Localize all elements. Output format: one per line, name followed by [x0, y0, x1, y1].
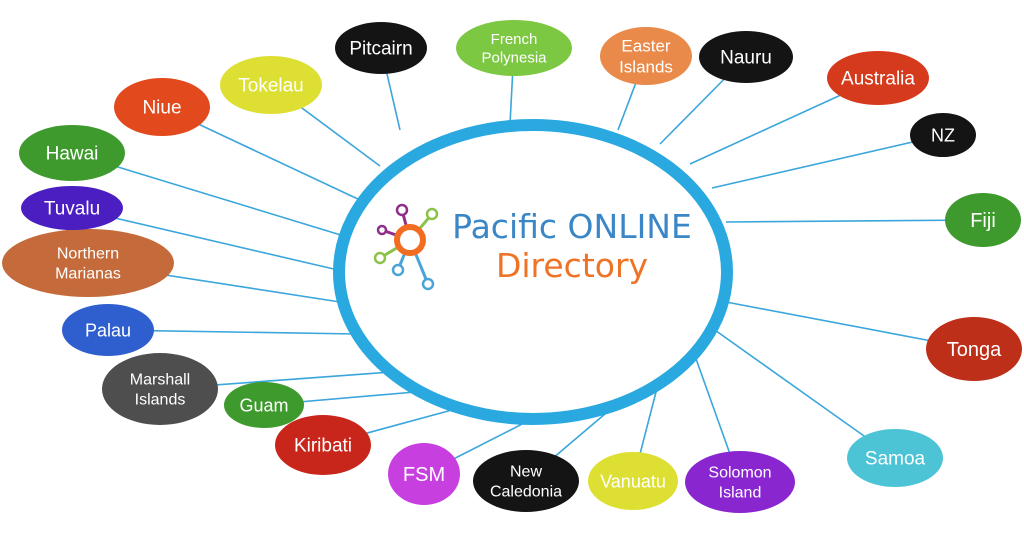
node-niue: Niue	[114, 78, 210, 136]
node-guam-label-line1: Guam	[239, 395, 288, 415]
node-tokelau-bubble	[220, 56, 322, 114]
node-pitcairn-label-line1: Pitcairn	[349, 39, 412, 60]
node-vanuatu-label-line1: Vanuatu	[600, 471, 666, 491]
node-kiribati-label-line1: Kiribati	[294, 436, 352, 457]
node-australia-label-line1: Australia	[841, 69, 915, 90]
node-kiribati: Kiribati	[275, 415, 371, 475]
node-solomon-island-bubble	[685, 451, 795, 513]
node-samoa-bubble	[847, 429, 943, 487]
center-title-line2: Directory	[496, 246, 648, 285]
node-hawai-label-line1: Hawai	[46, 144, 99, 165]
node-guam-bubble	[224, 382, 304, 428]
center-title-line1: Pacific ONLINE	[452, 207, 692, 246]
node-tuvalu-bubble	[21, 186, 123, 230]
node-tuvalu-label-line1: Tuvalu	[44, 199, 100, 220]
node-marshall-islands-bubble	[102, 353, 218, 425]
node-tonga-label-line1: Tonga	[947, 339, 1002, 361]
node-vanuatu: Vanuatu	[588, 452, 678, 510]
node-tuvalu: Tuvalu	[21, 186, 123, 230]
node-french-polynesia-label-line2: Polynesia	[481, 50, 547, 67]
node-niue-bubble	[114, 78, 210, 136]
node-tonga-bubble	[926, 317, 1022, 381]
node-fiji: Fiji	[945, 193, 1021, 247]
node-palau-label-line1: Palau	[85, 320, 131, 340]
node-french-polynesia-label-line1: French	[491, 31, 538, 48]
node-easter-islands-label-line2: Islands	[619, 58, 673, 77]
node-australia: Australia	[827, 51, 929, 105]
node-niue-label-line1: Niue	[142, 98, 181, 119]
node-marshall-islands-label-line2: Islands	[135, 392, 186, 409]
node-hawai: Hawai	[19, 125, 125, 181]
node-fsm: FSM	[388, 443, 460, 505]
network-logo-icon	[373, 203, 439, 291]
node-hawai-bubble	[19, 125, 125, 181]
node-nauru-bubble	[699, 31, 793, 83]
node-samoa: Samoa	[847, 429, 943, 487]
node-australia-bubble	[827, 51, 929, 105]
node-solomon-island-label-line2: Island	[719, 485, 762, 502]
node-kiribati-bubble	[275, 415, 371, 475]
node-samoa-label-line1: Samoa	[865, 449, 926, 470]
node-northern-marianas-label-line2: Marianas	[55, 266, 121, 283]
node-vanuatu-bubble	[588, 452, 678, 510]
node-fsm-bubble	[388, 443, 460, 505]
node-tokelau: Tokelau	[220, 56, 322, 114]
node-new-caledonia-bubble	[473, 450, 579, 512]
node-palau-bubble	[62, 304, 154, 356]
node-marshall-islands-label-line1: Marshall	[130, 372, 190, 389]
node-fiji-bubble	[945, 193, 1021, 247]
node-solomon-island-label-line1: Solomon	[708, 465, 771, 482]
node-northern-marianas-label-line1: Northern	[57, 246, 119, 263]
node-fsm-label-line1: FSM	[403, 464, 445, 486]
node-nauru: Nauru	[699, 31, 793, 83]
node-tokelau-label-line1: Tokelau	[238, 76, 304, 97]
node-guam: Guam	[224, 382, 304, 428]
connector-nz	[711, 134, 944, 189]
node-pitcairn: Pitcairn	[335, 22, 427, 74]
node-easter-islands-bubble	[600, 27, 692, 85]
node-nz-bubble	[910, 113, 976, 157]
node-pitcairn-bubble	[335, 22, 427, 74]
node-nauru-label-line1: Nauru	[720, 48, 772, 69]
node-new-caledonia-label-line2: Caledonia	[490, 484, 562, 501]
node-nz-label-line1: NZ	[931, 125, 955, 145]
node-new-caledonia-label-line1: New	[510, 464, 542, 481]
center-ring	[333, 119, 733, 425]
node-fiji-label-line1: Fiji	[970, 210, 996, 232]
node-tonga: Tonga	[926, 317, 1022, 381]
node-palau: Palau	[62, 304, 154, 356]
node-easter-islands-label-line1: Easter	[621, 36, 670, 55]
node-nz: NZ	[910, 113, 976, 157]
connector-fiji	[725, 219, 984, 223]
node-northern-marianas-bubble	[2, 229, 174, 297]
node-french-polynesia-bubble	[456, 20, 572, 76]
